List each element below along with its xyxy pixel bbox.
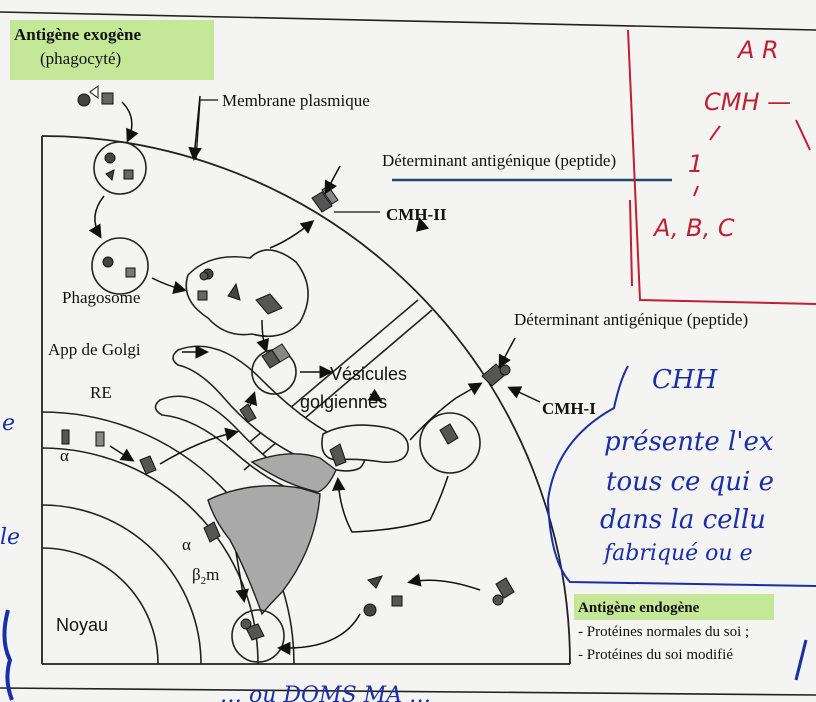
annotation-bottom: … ou DOMS MA … — [220, 683, 431, 702]
label-noyau: Noyau — [56, 615, 108, 635]
annotation-red-top: A R — [736, 36, 779, 64]
label-beta2m: β2m — [192, 565, 219, 587]
label-golgiennes: golgiennes — [300, 392, 387, 412]
blue-slash — [796, 640, 806, 680]
annotation-blue-line4: fabriqué ou e — [602, 541, 753, 566]
annotation-blue-cmh: CHH — [652, 365, 719, 395]
label-alpha-1: α — [60, 446, 69, 465]
annotation-red-cmh: CMH — — [704, 88, 791, 116]
label-determinant-2: Déterminant antigénique (peptide) — [514, 310, 748, 329]
annotation-blue-left1: e — [2, 411, 15, 436]
label-cmh-i: CMH-I — [542, 399, 596, 418]
label-alpha-2: α — [182, 535, 191, 554]
annotation-red-abc: A, B, C — [652, 214, 735, 242]
label-phagocyte: (phagocyté) — [40, 49, 121, 68]
label-vesicules: Vésicules — [330, 364, 407, 384]
label-antigene-endogene: Antigène endogène — [578, 600, 700, 616]
annotation-blue-left2: le — [0, 525, 20, 550]
label-membrane-plasmique: Membrane plasmique — [222, 91, 370, 110]
annotation-red-one: 1 — [688, 150, 703, 178]
label-proteines-modifie: - Protéines du soi modifié — [578, 647, 733, 663]
annotation-blue-line2: tous ce qui e — [606, 467, 774, 497]
label-app-golgi: App de Golgi — [48, 340, 141, 359]
annotation-blue-line3: dans la cellu — [600, 505, 766, 535]
leader-lines — [196, 100, 380, 212]
blue-scribble — [4, 610, 12, 700]
label-antigene-exogene: Antigène exogène — [14, 25, 141, 44]
label-cmh-ii: CMH-II — [386, 205, 447, 224]
label-proteines-normales: - Protéines normales du soi ; — [578, 624, 749, 640]
red-annotation-box — [628, 30, 816, 304]
label-determinant-1: Déterminant antigénique (peptide) — [382, 151, 616, 170]
annotation-blue-line1: présente l'ex — [604, 427, 774, 457]
label-phagosome: Phagosome — [62, 288, 140, 307]
label-re: RE — [90, 383, 112, 402]
